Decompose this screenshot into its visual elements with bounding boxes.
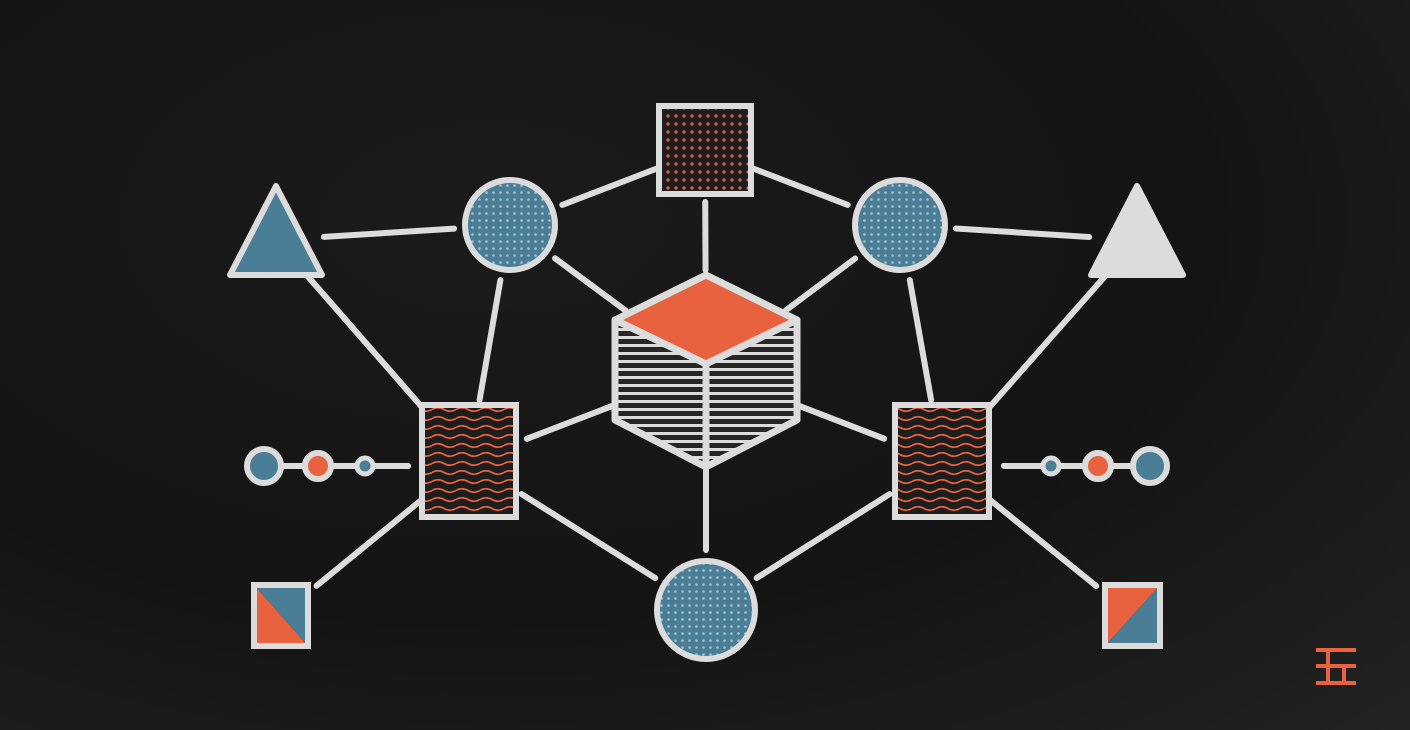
edge-left-circle-left-wave-square [476, 277, 504, 403]
right-bead-chain-node [1003, 446, 1170, 486]
edge-right-triangle-right-wave-square [980, 272, 1109, 418]
left-wave-square-node [419, 402, 519, 520]
left-circle-node [462, 177, 558, 273]
edge-left-triangle-left-circle [320, 225, 458, 240]
right-split-square-node [1102, 582, 1163, 649]
edge-center-cube-right-wave-square [796, 402, 888, 442]
right-wave-square-node [892, 402, 992, 520]
edge-right-wave-square-bottom-circle [753, 491, 893, 581]
logo-mark [1316, 648, 1356, 685]
edge-left-circle-center-cube [552, 255, 629, 314]
right-circle-node [852, 177, 948, 273]
edge-left-wave-square-left-split-square [313, 497, 425, 589]
edge-right-circle-right-wave-square [906, 277, 935, 403]
edge-right-circle-right-triangle [952, 225, 1093, 240]
right-triangle-node [1088, 183, 1186, 278]
edge-left-wave-square-bottom-circle [518, 490, 659, 582]
edge-left-circle-top-square [559, 165, 660, 208]
edge-left-triangle-left-wave-square [304, 273, 432, 418]
edge-top-square-right-circle [750, 165, 851, 208]
left-bead-chain-node [244, 446, 411, 486]
center-cube-node [611, 271, 801, 471]
edge-group [304, 165, 1109, 590]
edge-right-circle-center-cube [783, 255, 859, 314]
left-split-square-node [251, 582, 311, 649]
edge-center-cube-left-wave-square [523, 402, 616, 442]
bottom-circle-node [654, 558, 758, 662]
edge-right-wave-square-right-split-square [987, 497, 1100, 590]
left-triangle-node [227, 183, 325, 278]
top-square-node [656, 103, 754, 197]
